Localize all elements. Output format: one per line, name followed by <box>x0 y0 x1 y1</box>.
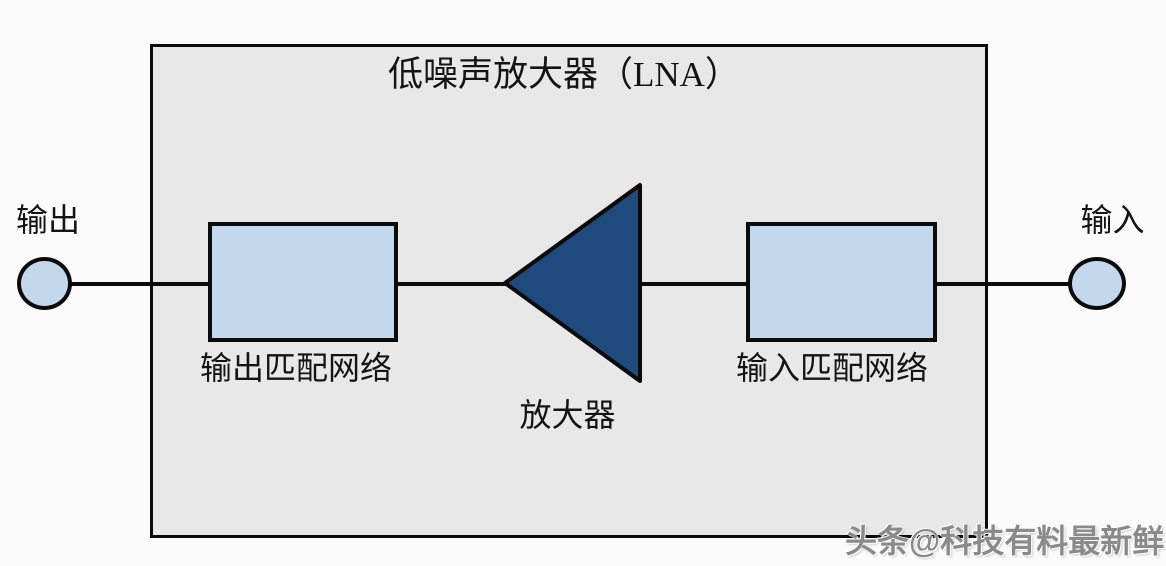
watermark: 头条@科技有料最新鲜 <box>845 523 1165 559</box>
input-port-circle <box>1068 257 1126 310</box>
input-matching-network-block <box>746 222 937 342</box>
amplifier-label: 放大器 <box>519 397 616 433</box>
output-port-label: 输出 <box>15 202 80 238</box>
amplifier-triangle-icon <box>503 183 642 383</box>
input-matching-network-label: 输入匹配网络 <box>735 350 928 386</box>
output-port-circle <box>17 257 72 310</box>
output-matching-network-label: 输出匹配网络 <box>199 350 392 386</box>
input-port-label: 输入 <box>1080 202 1145 238</box>
diagram-title: 低噪声放大器（LNA） <box>388 55 740 94</box>
output-matching-network-block <box>208 222 398 342</box>
